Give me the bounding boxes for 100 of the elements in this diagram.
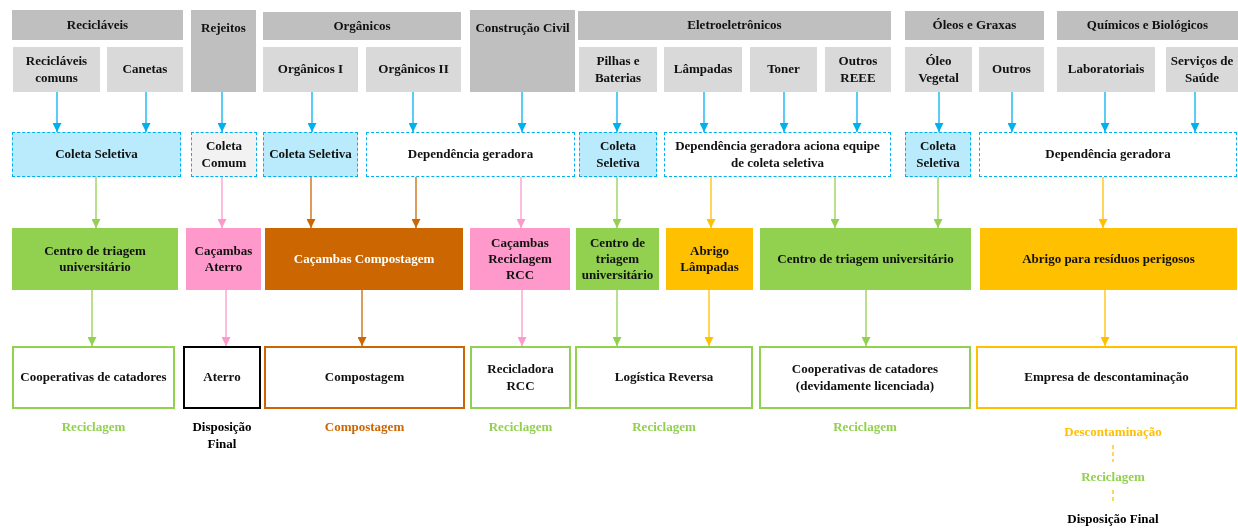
arrow xyxy=(141,91,151,133)
arrow xyxy=(861,289,871,347)
collection-box xyxy=(664,132,891,177)
subcategory-box xyxy=(263,47,358,92)
node-label: Coleta Comum xyxy=(200,138,248,171)
node-label: Abrigo Lâmpadas xyxy=(679,242,740,276)
category-header xyxy=(12,10,183,40)
destination-box xyxy=(12,346,175,409)
arrow xyxy=(933,176,943,229)
collection-box xyxy=(979,132,1237,177)
subcategory-box xyxy=(366,47,461,92)
arrow xyxy=(217,176,227,229)
subcategory-box xyxy=(825,47,891,92)
node-label: Caçambas Compostagem xyxy=(293,250,435,268)
category-header xyxy=(191,10,256,92)
node-label: Orgânicos xyxy=(333,17,391,35)
stage-label: Descontaminação xyxy=(1043,424,1183,440)
node-label: Caçambas Aterro xyxy=(193,242,254,276)
arrow xyxy=(704,289,714,347)
arrow xyxy=(779,91,789,133)
arrow xyxy=(517,91,527,133)
arrow xyxy=(52,91,62,133)
collection-box xyxy=(579,132,657,177)
category-header xyxy=(1057,11,1238,40)
arrow xyxy=(852,91,862,133)
storage-box xyxy=(760,228,971,290)
node-label: Químicos e Biológicos xyxy=(1086,17,1209,34)
node-label: Coleta Seletiva xyxy=(55,146,138,163)
outcome-label: Reciclagem xyxy=(60,419,127,436)
arrow xyxy=(411,176,421,229)
node-label: Centro de triagem universitário xyxy=(43,242,147,276)
destination-box xyxy=(183,346,261,409)
arrow xyxy=(1100,91,1110,133)
node-label: Centro de triagem universitário xyxy=(580,234,655,284)
collection-box xyxy=(263,132,358,177)
subcategory-box xyxy=(107,47,183,92)
arrow xyxy=(1100,289,1110,347)
node-label: Recicladora RCC xyxy=(486,361,555,394)
storage-box xyxy=(576,228,659,290)
node-label: Óleos e Graxas xyxy=(932,17,1017,34)
destination-box xyxy=(264,346,465,409)
category-header xyxy=(578,11,891,40)
arrow xyxy=(699,91,709,133)
arrow xyxy=(934,91,944,133)
node-label: Canetas xyxy=(122,61,168,78)
arrow xyxy=(706,176,716,229)
subcategory-box xyxy=(664,47,742,92)
node-label: Toner xyxy=(767,61,800,78)
node-label: Dependência geradora aciona equipe de coleta seletiva xyxy=(674,138,881,171)
arrow xyxy=(306,176,316,229)
node-label: Lâmpadas xyxy=(673,61,733,78)
arrow xyxy=(357,289,367,347)
node-label: Serviços de Saúde xyxy=(1169,53,1235,86)
destination-box xyxy=(575,346,753,409)
connector-line xyxy=(1112,444,1114,463)
node-label: Cooperativas de catadores (devidamente licenciada) xyxy=(790,361,940,394)
arrow xyxy=(516,176,526,229)
collection-box xyxy=(12,132,181,177)
collection-box xyxy=(191,132,257,177)
outcome-label: Disposição Final xyxy=(191,419,253,453)
arrow xyxy=(612,289,622,347)
collection-box xyxy=(366,132,575,177)
node-label: Compostagem xyxy=(324,369,405,386)
category-header xyxy=(263,12,461,40)
destination-box xyxy=(976,346,1237,409)
arrow xyxy=(1190,91,1200,133)
node-label: Logística Reversa xyxy=(614,369,714,386)
node-label: Orgânicos II xyxy=(378,61,449,78)
category-header xyxy=(905,11,1044,40)
arrow xyxy=(1098,176,1108,229)
node-label: Coleta Seletiva xyxy=(595,138,641,171)
node-label: Pilhas e Baterias xyxy=(593,53,643,86)
destination-box xyxy=(759,346,971,409)
subcategory-box xyxy=(13,47,100,92)
outcome-label: Reciclagem xyxy=(631,419,697,436)
storage-box xyxy=(980,228,1237,290)
arrow xyxy=(87,289,97,347)
arrow xyxy=(221,289,231,347)
subcategory-box xyxy=(1057,47,1155,92)
node-label: Empresa de descontaminação xyxy=(1024,369,1189,386)
node-label: Laboratoriais xyxy=(1067,61,1145,78)
arrow xyxy=(830,176,840,229)
arrow xyxy=(217,91,227,133)
subcategory-box xyxy=(579,47,657,92)
arrow xyxy=(307,91,317,133)
node-label: Coleta Seletiva xyxy=(915,138,961,171)
node-label: Óleo Vegetal xyxy=(917,53,960,86)
outcome-label: Reciclagem xyxy=(832,419,898,436)
stage-label: Disposição Final xyxy=(1043,511,1183,527)
node-label: Recicláveis xyxy=(66,16,129,34)
arrow xyxy=(1007,91,1017,133)
storage-box xyxy=(12,228,178,290)
node-label: Rejeitos xyxy=(201,20,246,37)
arrow xyxy=(612,91,622,133)
node-label: Aterro xyxy=(203,369,241,386)
node-label: Dependência geradora xyxy=(1045,146,1171,163)
subcategory-box xyxy=(750,47,817,92)
storage-box xyxy=(186,228,261,290)
node-label: Caçambas Reciclagem RCC xyxy=(487,234,553,284)
node-label: Cooperativas de catadores xyxy=(20,369,167,386)
